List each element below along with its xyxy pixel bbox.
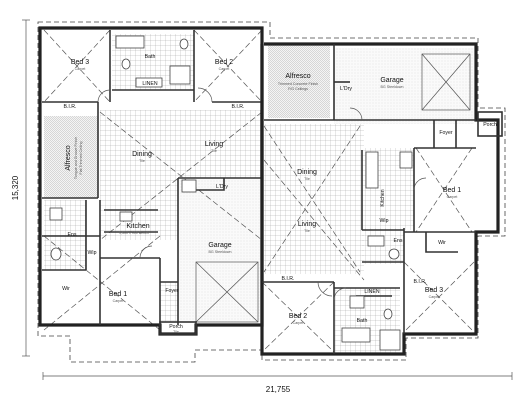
left-wip-label: Wip bbox=[88, 250, 97, 256]
right-bed1-finish: Carpet bbox=[447, 195, 458, 199]
left-bed2-finish: Carpet bbox=[219, 67, 230, 71]
left-alfresco-note1: Tongue and Groove Finish bbox=[74, 137, 78, 179]
left-living-finish: Tile bbox=[211, 149, 217, 153]
width-dimension-label: 21,755 bbox=[266, 385, 291, 394]
right-unit: Alfresco Trimmed Concrete Finish F/G Cei… bbox=[260, 42, 503, 356]
left-linen-label: LINEN bbox=[142, 81, 158, 87]
left-foyer-label: Foyer bbox=[165, 288, 179, 294]
left-living-label: Living bbox=[205, 141, 223, 148]
left-alfresco-note2: Flat Trimmed Ceiling bbox=[79, 142, 83, 175]
left-wir-label: Wir bbox=[62, 286, 70, 292]
left-dining-label: Dining bbox=[132, 151, 152, 158]
right-bed3-label: Bed 3 bbox=[425, 287, 443, 294]
left-porch-label: Porch bbox=[169, 324, 183, 330]
depth-dimension-label: 15,320 bbox=[11, 175, 20, 200]
right-dining-label: Dining bbox=[297, 169, 317, 176]
right-bir1-label: B.I.R. bbox=[282, 276, 295, 282]
right-ens-label: Ens bbox=[394, 238, 403, 244]
left-porch-finish: Tile bbox=[173, 330, 179, 334]
right-wip-label: Wip bbox=[380, 218, 389, 224]
left-garage-label: Garage bbox=[208, 242, 231, 249]
left-kitchen-note: 1,500 x 900 Bench bbox=[119, 231, 149, 235]
right-alfresco-label: Alfresco bbox=[285, 73, 310, 80]
right-bath-label: Bath bbox=[357, 318, 368, 324]
right-garage-finish: BG Steeldown bbox=[381, 85, 404, 89]
left-garage-finish: BG Steeldown bbox=[209, 250, 232, 254]
right-kitchen-label: Kitchen bbox=[380, 189, 386, 206]
right-bed3-finish: Carpet bbox=[429, 295, 440, 299]
left-bir2-label: B.I.R. bbox=[232, 104, 245, 110]
left-ldry-label: L'Dry bbox=[216, 184, 228, 190]
right-bed2-finish: Carpet bbox=[293, 321, 304, 325]
right-alfresco-note1: Trimmed Concrete Finish bbox=[278, 82, 318, 86]
left-dining-finish: Tile bbox=[139, 159, 145, 163]
right-linen-label: LINEN bbox=[364, 289, 380, 295]
right-dining-finish: Tile bbox=[304, 177, 310, 181]
left-bed1-finish: Carpet bbox=[113, 299, 124, 303]
right-living-label: Living bbox=[298, 221, 316, 228]
right-alfresco-note2: F/G Ceilings bbox=[288, 87, 308, 91]
left-bed1-label: Bed 1 bbox=[109, 291, 127, 298]
right-garage-label: Garage bbox=[380, 77, 403, 84]
right-living-finish: Tile bbox=[304, 229, 310, 233]
depth-dimension: 15,320 bbox=[11, 19, 30, 357]
right-ldry-label: L'Dry bbox=[340, 86, 352, 92]
left-bed2-label: Bed 2 bbox=[215, 59, 233, 66]
left-ens-label: Ens bbox=[68, 232, 77, 238]
left-bir1-label: B.I.R. bbox=[64, 104, 77, 110]
left-unit: Bed 3 Carpet Bed 2 Carpet Bath LINEN B.I… bbox=[38, 26, 264, 336]
roof-eave-outline bbox=[37, 21, 506, 363]
right-bir2-label: B.I.R. bbox=[414, 279, 427, 285]
left-kitchen-label: Kitchen bbox=[126, 223, 149, 230]
left-bed3-finish: Carpet bbox=[75, 67, 86, 71]
right-bed2-label: Bed 2 bbox=[289, 313, 307, 320]
left-alfresco-label: Alfresco bbox=[65, 145, 72, 170]
left-bed3-label: Bed 3 bbox=[71, 59, 89, 66]
right-porch-label: Porch bbox=[483, 122, 497, 128]
right-foyer-label: Foyer bbox=[439, 130, 453, 136]
left-bath-label: Bath bbox=[145, 54, 156, 60]
right-bed1-label: Bed 1 bbox=[443, 187, 461, 194]
width-dimension: 21,755 bbox=[42, 372, 513, 394]
right-wir-label: Wir bbox=[438, 240, 446, 246]
